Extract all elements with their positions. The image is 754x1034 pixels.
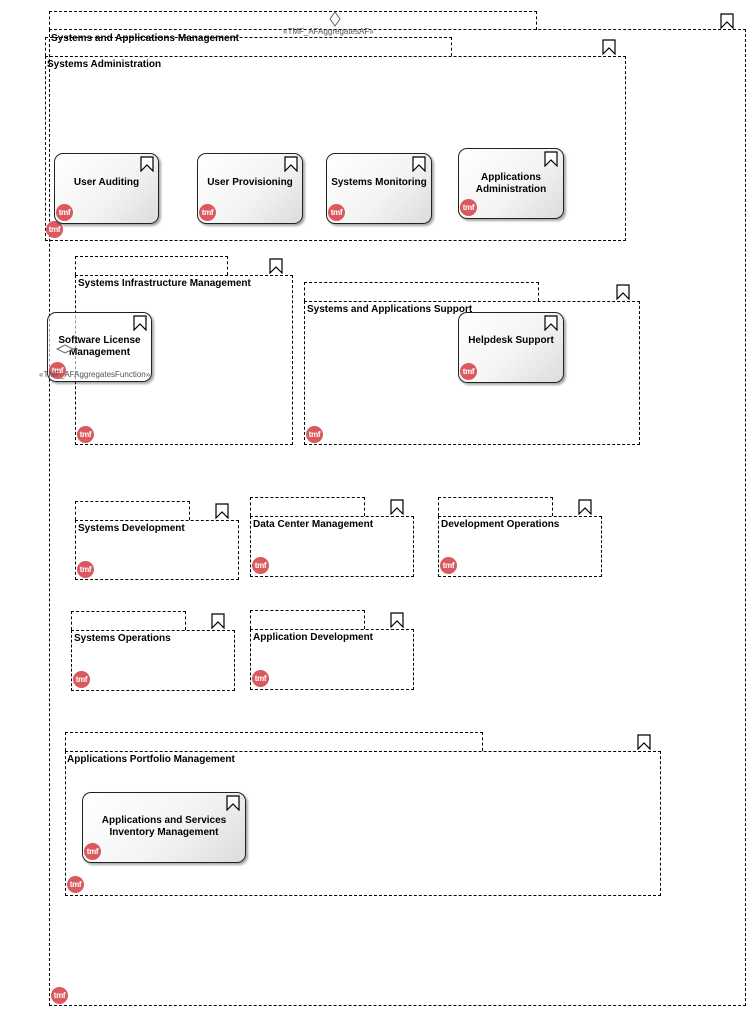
app-dev-tmf-badge: tmf	[252, 670, 269, 687]
connector-stereotype-label: «TMF_AFAggregatesFunction»	[39, 370, 151, 379]
sys-dev-tab	[75, 501, 190, 520]
bookmark-icon	[390, 499, 404, 515]
dev-ops-tab	[438, 497, 553, 516]
sys-dev-tmf-badge: tmf	[77, 561, 94, 578]
sys-ops-tab	[71, 611, 186, 630]
systems-monitoring-tmf-badge: tmf	[328, 204, 345, 221]
sys-app-support-title: Systems and Applications Support	[307, 304, 473, 315]
app-portfolio-title: Applications Portfolio Management	[67, 754, 235, 765]
user-provisioning-tmf-badge: tmf	[199, 204, 216, 221]
helpdesk-support-tmf-badge: tmf	[460, 363, 477, 380]
function-label: User Auditing	[73, 177, 140, 188]
sys-admin-frame[interactable]	[45, 56, 626, 241]
sys-app-support-tab	[304, 282, 539, 301]
dc-mgmt-tab	[250, 497, 365, 516]
bookmark-icon	[133, 315, 147, 331]
bookmark-icon	[412, 156, 426, 172]
function-label-line2: Management	[68, 347, 131, 358]
bookmark-icon	[544, 151, 558, 167]
sys-ops-frame[interactable]	[71, 630, 235, 691]
function-label-line1: Applications	[480, 172, 541, 183]
bookmark-icon	[544, 315, 558, 331]
root-package-tab	[49, 11, 537, 30]
sys-ops-tmf-badge: tmf	[73, 671, 90, 688]
bookmark-icon	[616, 284, 630, 300]
root-tmf-badge: tmf	[51, 987, 68, 1004]
function-applications-administration[interactable]: Applications Administration	[458, 148, 564, 219]
function-label-line2: Inventory Management	[109, 827, 219, 838]
bookmark-icon	[215, 503, 229, 519]
root-package-title: Systems and Applications Management	[51, 33, 240, 44]
applications-administration-tmf-badge: tmf	[460, 199, 477, 216]
inventory-tmf-badge: tmf	[84, 843, 101, 860]
function-label-line1: Applications and Services	[101, 815, 227, 826]
sys-app-support-tmf-badge: tmf	[306, 426, 323, 443]
dc-mgmt-frame[interactable]	[250, 516, 414, 577]
dc-mgmt-tmf-badge: tmf	[252, 557, 269, 574]
function-label: User Provisioning	[207, 177, 293, 188]
app-dev-tab	[250, 610, 365, 629]
sys-ops-title: Systems Operations	[74, 633, 171, 644]
dev-ops-title: Development Operations	[441, 519, 560, 530]
function-label: Systems Monitoring	[331, 177, 427, 188]
bookmark-icon	[578, 499, 592, 515]
root-package-frame[interactable]	[49, 29, 746, 1006]
bookmark-icon	[637, 734, 651, 750]
sys-admin-title: Systems Administration	[47, 59, 162, 70]
bookmark-icon	[390, 612, 404, 628]
function-label-line1: Software License	[58, 335, 141, 346]
sys-infra-tab	[75, 256, 228, 275]
sys-admin-tab	[45, 37, 452, 56]
bookmark-icon	[226, 795, 240, 811]
function-label-line2: Administration	[475, 184, 547, 195]
app-dev-frame[interactable]	[250, 629, 414, 690]
bookmark-icon	[720, 13, 734, 29]
bookmark-icon	[211, 613, 225, 629]
function-applications-services-inventory[interactable]: Applications and Services Inventory Mana…	[82, 792, 246, 863]
app-portfolio-frame[interactable]	[65, 751, 661, 896]
app-portfolio-tab	[65, 732, 483, 751]
diamond-icon	[329, 11, 341, 27]
sys-infra-tmf-badge: tmf	[77, 426, 94, 443]
dc-mgmt-title: Data Center Management	[253, 519, 374, 530]
dev-ops-frame[interactable]	[438, 516, 602, 577]
dev-ops-tmf-badge: tmf	[440, 557, 457, 574]
sys-dev-frame[interactable]	[75, 520, 239, 580]
bookmark-icon	[269, 258, 283, 274]
app-portfolio-tmf-badge: tmf	[67, 876, 84, 893]
function-label: Helpdesk Support	[468, 335, 554, 346]
bookmark-icon	[602, 39, 616, 55]
bookmark-icon	[140, 156, 154, 172]
sys-infra-title: Systems Infrastructure Management	[78, 278, 251, 289]
app-dev-title: Application Development	[253, 632, 374, 643]
bookmark-icon	[284, 156, 298, 172]
software-license-tmf-badge: tmf	[49, 362, 66, 379]
sys-admin-tmf-badge: tmf	[46, 221, 63, 238]
sys-dev-title: Systems Development	[78, 523, 185, 534]
root-stereotype-label: «TMF_AFAggregatesAF»	[283, 27, 374, 36]
sys-app-support-frame[interactable]	[304, 301, 640, 445]
diamond-icon	[56, 344, 78, 354]
user-auditing-tmf-badge: tmf	[56, 204, 73, 221]
